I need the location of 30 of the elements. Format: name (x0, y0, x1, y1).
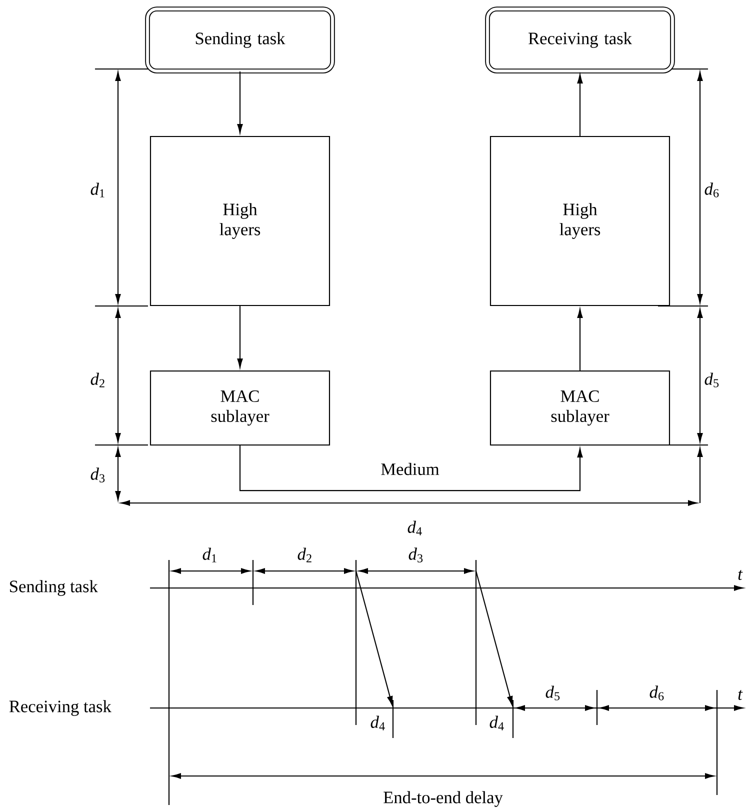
layer-box: High layers (490, 136, 670, 306)
dimension-label: d$_{1}$ (90, 182, 104, 198)
row-label: Receiving task (9, 700, 112, 716)
arrow (577, 308, 583, 370)
caption-label: End-to-end delay (384, 791, 503, 807)
dimension-label: d$_{2}$ (90, 372, 104, 388)
dimension-label: d$_{6}$ (650, 686, 664, 700)
layer-box: MAC sublayer (490, 370, 670, 446)
edge-label: Medium (379, 462, 441, 476)
dimension-label: d$_{1}$ (202, 548, 216, 562)
arrow (237, 306, 243, 368)
dimension-label: d$_{4}$ (490, 716, 504, 730)
dimension-label: d$_{2}$ (298, 548, 312, 562)
arrow (577, 74, 583, 136)
dimension-label: d$_{4}$ (370, 716, 385, 730)
arrow (239, 446, 583, 492)
dimension-label: d$_{5}$ (546, 686, 560, 700)
dimension-label: d$_{5}$ (704, 372, 719, 388)
axis-label: t (738, 570, 743, 580)
arrow (237, 71, 243, 134)
dimension-label: d$_{3}$ (408, 548, 423, 562)
dimension-label: d$_{4}$ (408, 520, 422, 536)
row-label: Sending task (10, 580, 98, 596)
task-box: Receiving task (485, 6, 675, 74)
layer-box: High layers (150, 136, 330, 306)
axis-label: t (738, 690, 743, 700)
dimension-label: d$_{3}$ (90, 468, 105, 482)
dimension-label: d$_{6}$ (704, 182, 719, 198)
layer-box: MAC sublayer (150, 370, 330, 446)
task-box: Sending task (145, 6, 335, 74)
